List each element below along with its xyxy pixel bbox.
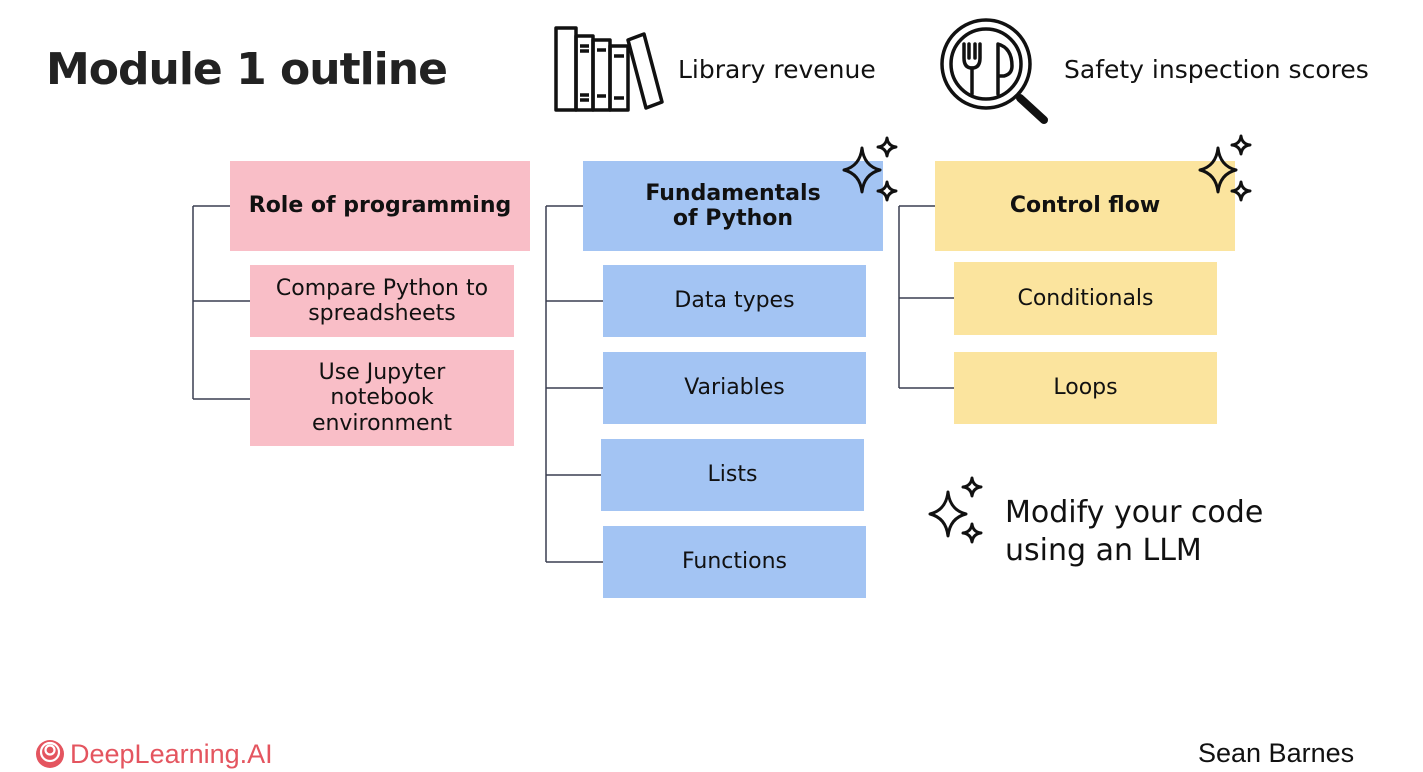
sparkle-icon <box>842 136 898 202</box>
topic-label-library-revenue: Library revenue <box>678 55 876 84</box>
callout-text: Modify your code using an LLM <box>1005 495 1264 568</box>
page-title: Module 1 outline <box>46 44 448 95</box>
sparkles-icon <box>928 476 983 544</box>
item-data-types: Data types <box>603 265 866 337</box>
item-functions: Functions <box>603 526 866 598</box>
deeplearning-logo-icon <box>36 740 64 768</box>
item-compare-python: Compare Python to spreadsheets <box>250 265 514 337</box>
item-jupyter: Use Jupyter notebook environment <box>250 350 514 446</box>
item-lists: Lists <box>601 439 864 511</box>
books-icon <box>554 26 664 112</box>
item-conditionals: Conditionals <box>954 262 1217 335</box>
heading-role-of-programming: Role of programming <box>230 161 530 251</box>
item-variables: Variables <box>603 352 866 424</box>
magnifier-fork-knife-icon <box>940 18 1048 124</box>
topic-label-safety-inspection: Safety inspection scores <box>1064 55 1369 84</box>
brand-logo: DeepLearning.AI <box>34 738 273 770</box>
item-loops: Loops <box>954 352 1217 424</box>
author-name: Sean Barnes <box>1198 738 1355 768</box>
sparkle-icon <box>1198 134 1252 202</box>
heading-control-flow: Control flow <box>935 161 1235 251</box>
brand-name: DeepLearning.AI <box>70 738 273 769</box>
heading-fundamentals-of-python: Fundamentals of Python <box>583 161 883 251</box>
